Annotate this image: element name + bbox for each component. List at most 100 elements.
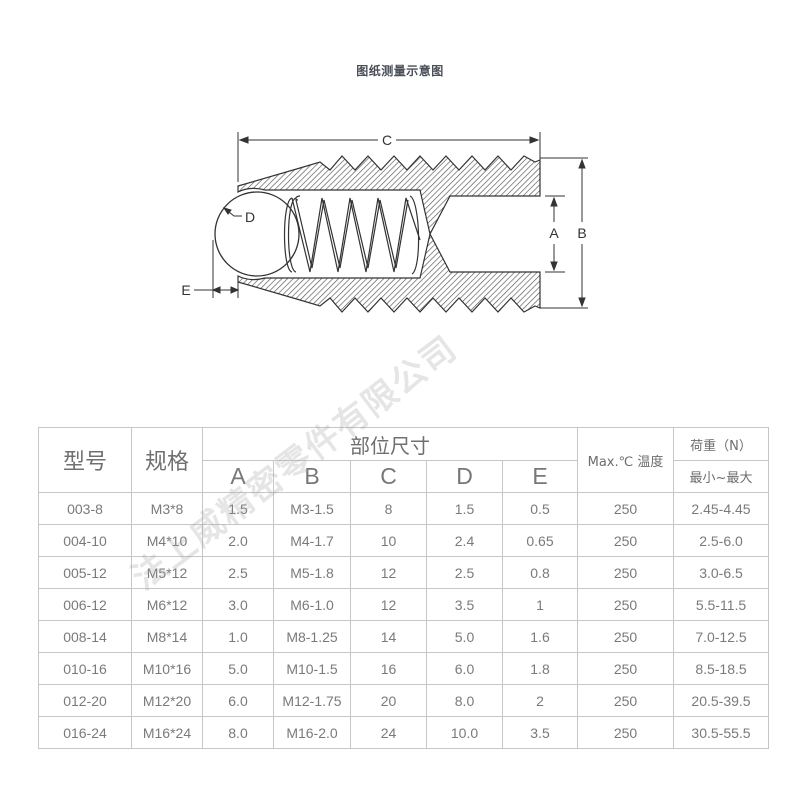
cell-temp: 250: [577, 716, 674, 749]
cell-spec: M4*10: [131, 524, 203, 557]
table-row: 005-12 M5*12 2.5 M5-1.8 12 2.5 0.8 250 3…: [38, 556, 769, 589]
cell-c: 12: [350, 588, 427, 621]
header-load: 荷重（N）: [673, 427, 769, 461]
table-row: 010-16 M10*16 5.0 M10-1.5 16 6.0 1.8 250…: [38, 652, 769, 685]
cell-d: 5.0: [426, 620, 503, 653]
table-row: 006-12 M6*12 3.0 M6-1.0 12 3.5 1 250 5.5…: [38, 588, 769, 621]
cell-d: 1.5: [426, 492, 503, 525]
cell-b: M3-1.5: [273, 492, 351, 525]
cell-a: 6.0: [202, 684, 274, 717]
dimension-e: [194, 240, 240, 298]
cell-e: 1.6: [502, 620, 578, 653]
label-d: D: [245, 209, 255, 225]
cell-b: M10-1.5: [273, 652, 351, 685]
header-max-temp: Max.℃ 温度: [577, 427, 674, 493]
cell-c: 10: [350, 524, 427, 557]
cell-temp: 250: [577, 620, 674, 653]
cell-load: 8.5-18.5: [673, 652, 769, 685]
cell-e: 0.65: [502, 524, 578, 557]
cell-b: M12-1.75: [273, 684, 351, 717]
cell-c: 8: [350, 492, 427, 525]
cell-model: 012-20: [38, 684, 132, 717]
label-e: E: [181, 282, 190, 298]
cell-model: 004-10: [38, 524, 132, 557]
cell-e: 0.8: [502, 556, 578, 589]
cell-spec: M16*24: [131, 716, 203, 749]
dimension-b: [540, 157, 588, 309]
header-spec: 规格: [131, 427, 203, 493]
table-row: 008-14 M8*14 1.0 M8-1.25 14 5.0 1.6 250 …: [38, 620, 769, 653]
cell-load: 2.45-4.45: [673, 492, 769, 525]
cell-c: 24: [350, 716, 427, 749]
cell-e: 1: [502, 588, 578, 621]
cell-spec: M8*14: [131, 620, 203, 653]
cell-a: 3.0: [202, 588, 274, 621]
cell-model: 005-12: [38, 556, 132, 589]
cell-load: 7.0-12.5: [673, 620, 769, 653]
label-b: B: [577, 225, 586, 241]
cell-load: 5.5-11.5: [673, 588, 769, 621]
cell-temp: 250: [577, 652, 674, 685]
cell-spec: M10*16: [131, 652, 203, 685]
cell-d: 2.5: [426, 556, 503, 589]
header-dim-c: C: [350, 460, 427, 493]
cell-d: 8.0: [426, 684, 503, 717]
cell-model: 008-14: [38, 620, 132, 653]
cell-a: 1.0: [202, 620, 274, 653]
drawing-title: 图纸测量示意图: [356, 64, 444, 78]
dimension-c: [237, 132, 541, 182]
cell-temp: 250: [577, 684, 674, 717]
header-model: 型号: [38, 427, 132, 493]
cell-e: 1.8: [502, 652, 578, 685]
label-c: C: [382, 132, 392, 148]
ball: [214, 191, 300, 277]
label-a: A: [549, 225, 559, 241]
spec-table: 型号 规格 部位尺寸 Max.℃ 温度 荷重（N） A B C D E 最小~最…: [38, 427, 769, 749]
body-upper-section: [237, 155, 541, 236]
cell-model: 006-12: [38, 588, 132, 621]
header-row-1: 型号 规格 部位尺寸 Max.℃ 温度 荷重（N）: [38, 427, 769, 493]
cell-b: M4-1.7: [273, 524, 351, 557]
cell-spec: M5*12: [131, 556, 203, 589]
dimension-d: [222, 207, 242, 217]
header-dim-e: E: [502, 460, 578, 493]
header-dim-b: B: [273, 460, 351, 493]
cell-temp: 250: [577, 524, 674, 557]
cell-temp: 250: [577, 556, 674, 589]
cell-a: 8.0: [202, 716, 274, 749]
table-row: 016-24 M16*24 8.0 M16-2.0 24 10.0 3.5 25…: [38, 716, 769, 749]
cell-load: 3.0-6.5: [673, 556, 769, 589]
cell-b: M8-1.25: [273, 620, 351, 653]
cell-spec: M12*20: [131, 684, 203, 717]
cell-a: 5.0: [202, 652, 274, 685]
cell-e: 2: [502, 684, 578, 717]
cell-d: 2.4: [426, 524, 503, 557]
spring: [283, 195, 421, 275]
cell-a: 2.5: [202, 556, 274, 589]
cell-b: M16-2.0: [273, 716, 351, 749]
body-lower-section: [237, 232, 541, 313]
cell-e: 3.5: [502, 716, 578, 749]
header-row-2: A B C D E 最小~最大: [39, 460, 769, 493]
cell-c: 20: [350, 684, 427, 717]
table-row: 003-8 M3*8 1.5 M3-1.5 8 1.5 0.5 250 2.45…: [38, 492, 769, 525]
cell-spec: M6*12: [131, 588, 203, 621]
table-row: 004-10 M4*10 2.0 M4-1.7 10 2.4 0.65 250 …: [38, 524, 769, 557]
cell-c: 12: [350, 556, 427, 589]
cell-d: 3.5: [426, 588, 503, 621]
cell-temp: 250: [577, 492, 674, 525]
cell-e: 0.5: [502, 492, 578, 525]
dimension-a: [545, 195, 565, 273]
header-dim-d: D: [426, 460, 503, 493]
cell-temp: 250: [577, 588, 674, 621]
ball-plunger-cross-section-diagram: C B A D E: [181, 132, 588, 313]
header-dimensions: 部位尺寸: [202, 427, 578, 461]
cell-a: 2.0: [202, 524, 274, 557]
cell-model: 003-8: [38, 492, 132, 525]
cell-b: M5-1.8: [273, 556, 351, 589]
cell-model: 016-24: [38, 716, 132, 749]
cell-d: 6.0: [426, 652, 503, 685]
cell-model: 010-16: [38, 652, 132, 685]
cell-d: 10.0: [426, 716, 503, 749]
cell-a: 1.5: [202, 492, 274, 525]
